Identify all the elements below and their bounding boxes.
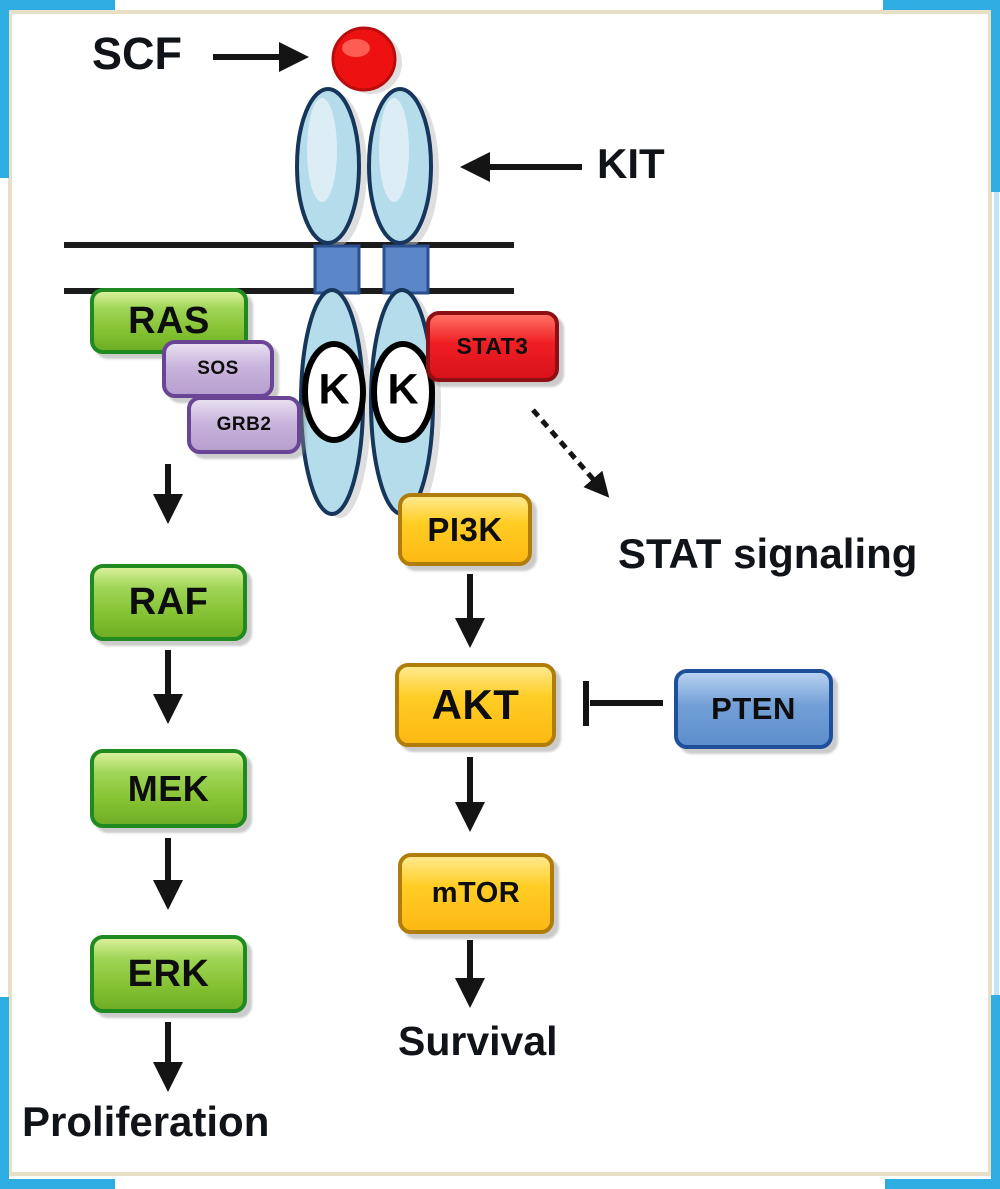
receptor-highlight — [379, 98, 409, 202]
corner-bracket-top-right-v — [991, 0, 1000, 192]
kit-label: KIT — [597, 140, 665, 187]
node-raf: RAF — [90, 564, 247, 641]
right-edge-light-strip — [994, 190, 999, 997]
node-pten: PTEN — [674, 669, 833, 749]
scf-label: SCF — [92, 28, 182, 79]
corner-bracket-top-left-h — [0, 0, 115, 10]
corner-bracket-bottom-right-h — [885, 1179, 1000, 1189]
corner-bracket-top-left-v — [0, 0, 9, 178]
kinase-domain-oval-right — [371, 341, 435, 443]
node-mek: MEK — [90, 749, 247, 828]
node-erk: ERK — [90, 935, 247, 1013]
node-grb2: GRB2 — [187, 396, 301, 454]
proliferation-label: Proliferation — [22, 1098, 270, 1145]
corner-bracket-top-right-h — [883, 0, 1000, 10]
corner-bracket-bottom-right-v — [991, 995, 1000, 1189]
node-mtor: mTOR — [398, 853, 554, 934]
tan-frame-border — [8, 10, 992, 1176]
stat-signaling-label: STAT signaling — [618, 530, 918, 577]
kinase-domain-oval-left — [302, 341, 366, 443]
transmembrane-domain-right — [382, 244, 430, 295]
scf-ligand-circle — [331, 26, 397, 92]
ligand-highlight — [342, 39, 370, 57]
survival-label: Survival — [398, 1018, 558, 1064]
node-pi3k: PI3K — [398, 493, 532, 566]
kinase-letter-left: K — [318, 365, 350, 414]
node-stat3: STAT3 — [426, 311, 559, 382]
kinase-letter-right: K — [387, 365, 419, 414]
receptor-highlight — [307, 98, 337, 202]
corner-bracket-bottom-left-v — [0, 997, 9, 1189]
transmembrane-domain-left — [313, 244, 361, 295]
corner-bracket-bottom-left-h — [0, 1179, 115, 1189]
node-sos: SOS — [162, 340, 274, 398]
arrow-stat3-to-stat-signaling — [531, 408, 610, 498]
node-akt: AKT — [395, 663, 556, 747]
